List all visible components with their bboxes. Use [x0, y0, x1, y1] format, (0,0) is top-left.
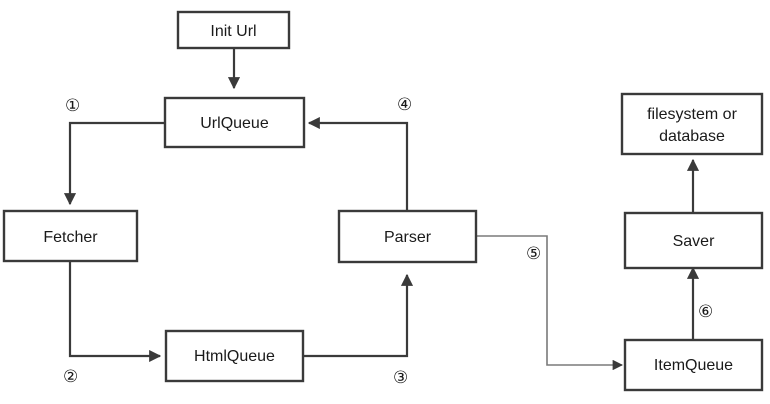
- node-storage-label-line2: database: [659, 128, 725, 145]
- node-fetcher-label: Fetcher: [43, 229, 98, 246]
- edge-htmlqueue-to-parser: [303, 273, 414, 358]
- node-htmlqueue-label: HtmlQueue: [194, 348, 275, 365]
- edge-urlqueue-to-fetcher: [63, 121, 165, 206]
- edge-fetcher-to-htmlqueue: [68, 261, 162, 363]
- node-parser: Parser: [337, 209, 478, 264]
- step-marker-3: ③: [393, 368, 408, 388]
- node-parser-label: Parser: [384, 229, 432, 246]
- node-htmlqueue: HtmlQueue: [164, 329, 305, 383]
- node-saver: Saver: [623, 211, 764, 270]
- step-marker-1: ①: [65, 96, 80, 116]
- step-marker-6: ⑥: [698, 302, 713, 322]
- node-urlqueue: UrlQueue: [163, 96, 306, 149]
- edge-parser-to-urlqueue: [307, 116, 409, 211]
- node-storage-label-line1: filesystem or: [647, 106, 737, 123]
- node-init-url: Init Url: [176, 10, 291, 50]
- edge-parser-to-itemqueue: [476, 235, 624, 371]
- node-saver-label: Saver: [673, 233, 715, 250]
- node-init-url-label: Init Url: [210, 23, 256, 40]
- step-marker-5: ⑤: [526, 244, 541, 264]
- node-urlqueue-label: UrlQueue: [200, 115, 269, 132]
- node-itemqueue-label: ItemQueue: [654, 357, 733, 374]
- node-itemqueue: ItemQueue: [623, 338, 764, 392]
- node-fetcher: Fetcher: [2, 209, 139, 263]
- node-storage: filesystem or database: [620, 92, 764, 156]
- step-marker-4: ④: [397, 95, 412, 115]
- step-marker-2: ②: [63, 367, 78, 387]
